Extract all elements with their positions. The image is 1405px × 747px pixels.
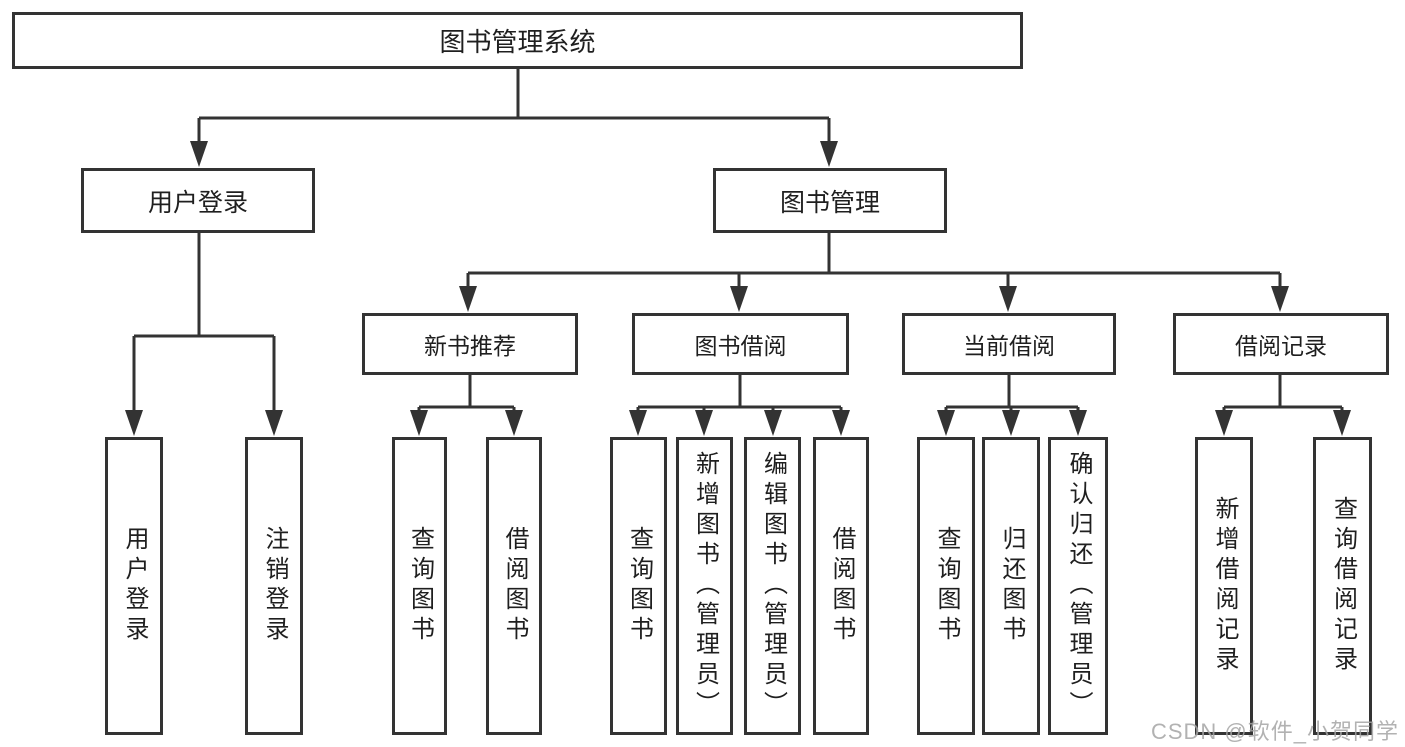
- leaf-edit-books-admin-label: 编辑图书（管理员）: [759, 451, 787, 721]
- leaf-newbook-query-books: 查询图书: [392, 437, 447, 735]
- leaf-return-books: 归还图书: [982, 437, 1040, 735]
- node-book-management-label: 图书管理: [779, 188, 880, 217]
- node-current-borrowing: 当前借阅: [902, 313, 1116, 375]
- leaf-logout-label: 注销登录: [261, 526, 288, 646]
- node-book-borrowing: 图书借阅: [632, 313, 849, 375]
- leaf-user-login-label: 用户登录: [121, 526, 148, 646]
- leaf-current-query-books: 查询图书: [917, 437, 975, 735]
- leaf-borrow-query-books-label: 查询图书: [625, 526, 653, 646]
- node-user-login-label: 用户登录: [147, 188, 248, 217]
- node-user-login: 用户登录: [81, 168, 315, 233]
- leaf-add-borrow-record: 新增借阅记录: [1195, 437, 1253, 735]
- leaf-newbook-borrow-books-label: 借阅图书: [501, 526, 528, 646]
- leaf-edit-books-admin: 编辑图书（管理员）: [744, 437, 801, 735]
- leaf-add-borrow-record-label: 新增借阅记录: [1211, 496, 1238, 676]
- leaf-query-borrow-record-label: 查询借阅记录: [1329, 496, 1357, 676]
- leaf-borrow-borrow-books: 借阅图书: [813, 437, 869, 735]
- node-current-borrowing-label: 当前借阅: [963, 333, 1055, 359]
- node-root-label: 图书管理系统: [439, 27, 596, 57]
- leaf-add-books-admin-label: 新增图书（管理员）: [691, 451, 719, 721]
- node-new-book-label: 新书推荐: [424, 333, 516, 359]
- node-root-library-system: 图书管理系统: [12, 12, 1023, 69]
- node-book-borrowing-label: 图书借阅: [694, 333, 787, 359]
- leaf-return-books-label: 归还图书: [998, 526, 1025, 646]
- leaf-confirm-return-admin: 确认归还（管理员）: [1048, 437, 1108, 735]
- leaf-current-query-books-label: 查询图书: [933, 526, 960, 646]
- node-book-management: 图书管理: [713, 168, 947, 233]
- leaf-newbook-query-books-label: 查询图书: [406, 526, 434, 646]
- arrowheads: [125, 141, 1351, 436]
- leaf-add-books-admin: 新增图书（管理员）: [676, 437, 733, 735]
- csdn-watermark: CSDN @软件_小贺同学: [1150, 719, 1399, 744]
- leaf-logout: 注销登录: [245, 437, 303, 735]
- node-borrowing-records-label: 借阅记录: [1235, 333, 1327, 359]
- node-borrowing-records: 借阅记录: [1173, 313, 1389, 375]
- node-new-book-recommendation: 新书推荐: [362, 313, 578, 375]
- leaf-borrow-borrow-books-label: 借阅图书: [828, 526, 855, 646]
- leaf-user-login: 用户登录: [105, 437, 163, 735]
- leaf-newbook-borrow-books: 借阅图书: [486, 437, 542, 735]
- leaf-confirm-return-admin-label: 确认归还（管理员）: [1065, 451, 1092, 721]
- leaf-borrow-query-books: 查询图书: [610, 437, 667, 735]
- leaf-query-borrow-record: 查询借阅记录: [1313, 437, 1372, 735]
